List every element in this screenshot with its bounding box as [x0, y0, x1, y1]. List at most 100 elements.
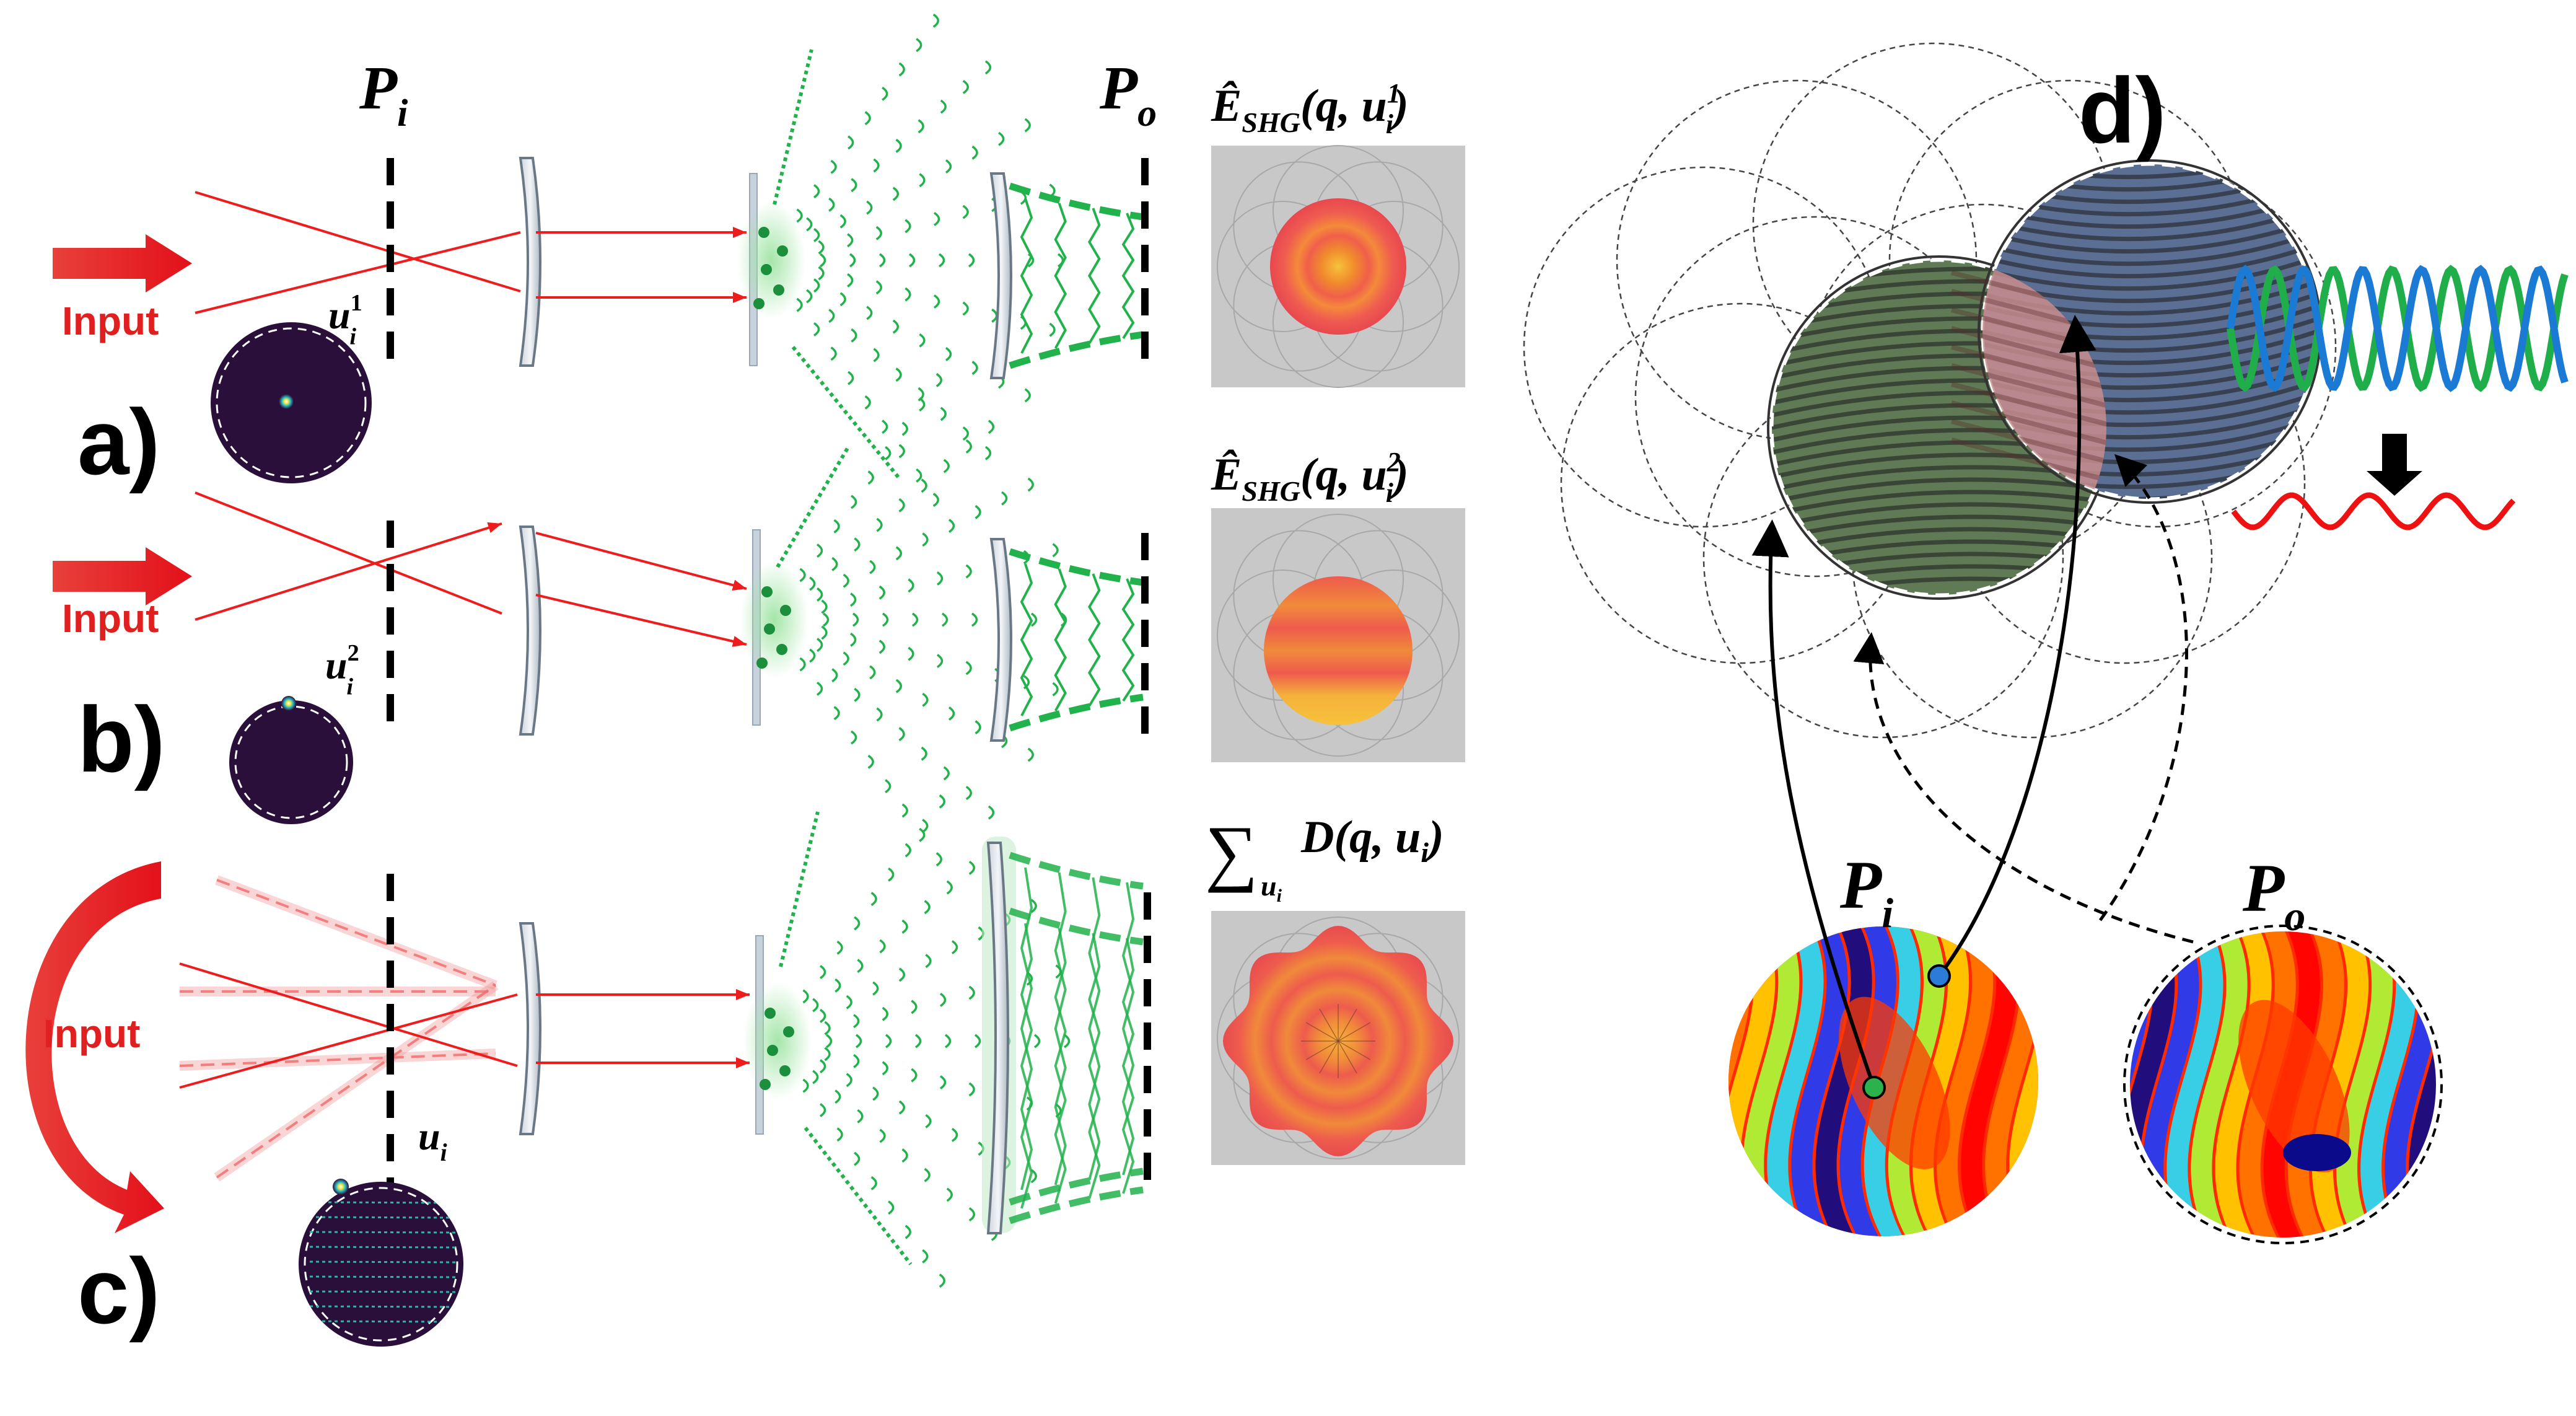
- wavelet: [812, 1070, 819, 1084]
- wavelet: [936, 654, 944, 669]
- wavelet: [872, 1086, 879, 1101]
- wave-green: [2227, 265, 2569, 392]
- scatter-c: [802, 794, 1071, 1288]
- wavelet: [925, 954, 932, 969]
- output-a: [1009, 182, 1144, 369]
- wavefront: [1121, 882, 1135, 1176]
- crystal-a-glow: [737, 201, 805, 319]
- wavelet: [898, 62, 905, 77]
- center-spoke: [1338, 1008, 1357, 1042]
- fringe: [1772, 490, 2106, 517]
- wavelet: [882, 420, 888, 434]
- fringe: [1772, 502, 2106, 529]
- phase-blob: [1839, 996, 1950, 1169]
- wavelet: [962, 204, 969, 219]
- fringe: [1982, 218, 2317, 254]
- po-label: Po: [2242, 850, 2305, 939]
- pink-beam: [216, 984, 497, 1179]
- wavefront: [1121, 938, 1135, 1194]
- wavefront: [1054, 872, 1067, 1185]
- wavelet: [869, 560, 876, 574]
- wavelet: [901, 803, 908, 818]
- phase-band: [2336, 930, 2393, 1239]
- wavelet: [799, 657, 806, 672]
- wavelet: [851, 328, 857, 343]
- wavelet: [878, 253, 886, 268]
- wavelet: [921, 746, 927, 761]
- fringe: [1982, 230, 2317, 266]
- wavelet: [895, 679, 903, 693]
- wavelet: [885, 1034, 892, 1049]
- wavelet: [962, 426, 970, 441]
- wavelet: [882, 1061, 888, 1076]
- order-c-up: [779, 811, 820, 967]
- wavelet: [968, 985, 975, 1000]
- wavelet: [1052, 682, 1059, 697]
- wavelet: [916, 38, 922, 53]
- wavelet: [882, 1006, 888, 1021]
- arrow-c3: [736, 989, 750, 1000]
- wavelet: [1030, 612, 1038, 627]
- wavelet: [836, 940, 843, 955]
- output-c1: [1009, 851, 1144, 1206]
- wavelet: [905, 843, 911, 858]
- wavelet: [988, 805, 995, 820]
- camera-a-spot: [279, 394, 294, 409]
- center-spoke: [1338, 1022, 1371, 1042]
- wavelet: [914, 1034, 922, 1049]
- lens-c1: [519, 922, 541, 1135]
- phase-disk-po-edge: [2126, 928, 2440, 1241]
- wavelet: [905, 287, 911, 302]
- wavelet: [895, 138, 902, 153]
- wavelet: [974, 1034, 981, 1049]
- wavelet: [944, 1034, 952, 1049]
- wavelet: [924, 1168, 931, 1182]
- wavefront: [1121, 578, 1135, 702]
- wavelet: [851, 730, 857, 745]
- panel-label-c: c): [77, 1239, 160, 1343]
- input-plane-label: Pi: [359, 53, 408, 134]
- phase-band: [1670, 902, 1727, 1261]
- beam-c1: [179, 962, 518, 1067]
- wave-red: [2231, 492, 2516, 530]
- wavelet: [870, 1176, 877, 1190]
- output-b: [1009, 548, 1144, 732]
- wavelet: [806, 217, 813, 232]
- wavelet: [813, 278, 820, 293]
- horn-top: [1009, 548, 1144, 586]
- overlap-fringe: [1951, 345, 2106, 405]
- wavelet: [971, 612, 978, 627]
- input-arrow-c: [25, 861, 164, 1233]
- wavelet: [818, 266, 825, 281]
- wavelet: [924, 900, 931, 915]
- wavelet: [848, 371, 854, 385]
- wavelet: [939, 1075, 947, 1090]
- arrow-a3: [733, 227, 747, 238]
- wavelet: [817, 587, 823, 602]
- wavelet: [879, 939, 886, 954]
- sum-body: D(q, ui): [1300, 812, 1444, 868]
- wavelet: [948, 706, 955, 721]
- wavelet: [940, 99, 947, 114]
- phase-band: [2360, 930, 2417, 1239]
- wavelet: [878, 585, 885, 600]
- order-a-down: [791, 346, 900, 478]
- wavelet: [984, 446, 992, 460]
- camera-b-pupil: [234, 705, 348, 819]
- wavelet: [888, 1200, 895, 1215]
- wavelet: [991, 308, 998, 323]
- wavelet: [825, 1034, 833, 1049]
- wavelet: [848, 135, 854, 150]
- wavelet: [895, 546, 903, 561]
- wavelet: [921, 478, 927, 493]
- wavelet: [799, 568, 806, 583]
- wavelet: [820, 1008, 826, 1023]
- wavelet: [867, 470, 874, 485]
- crystal-a-point: [761, 264, 772, 275]
- wavelet: [822, 612, 830, 627]
- scatter-b: [799, 372, 1067, 867]
- crystal-c-point: [760, 1079, 771, 1090]
- phase-disk-po-dash: [2123, 925, 2443, 1244]
- overlap-fringe: [1951, 363, 2106, 424]
- crystal-b-point: [756, 657, 768, 669]
